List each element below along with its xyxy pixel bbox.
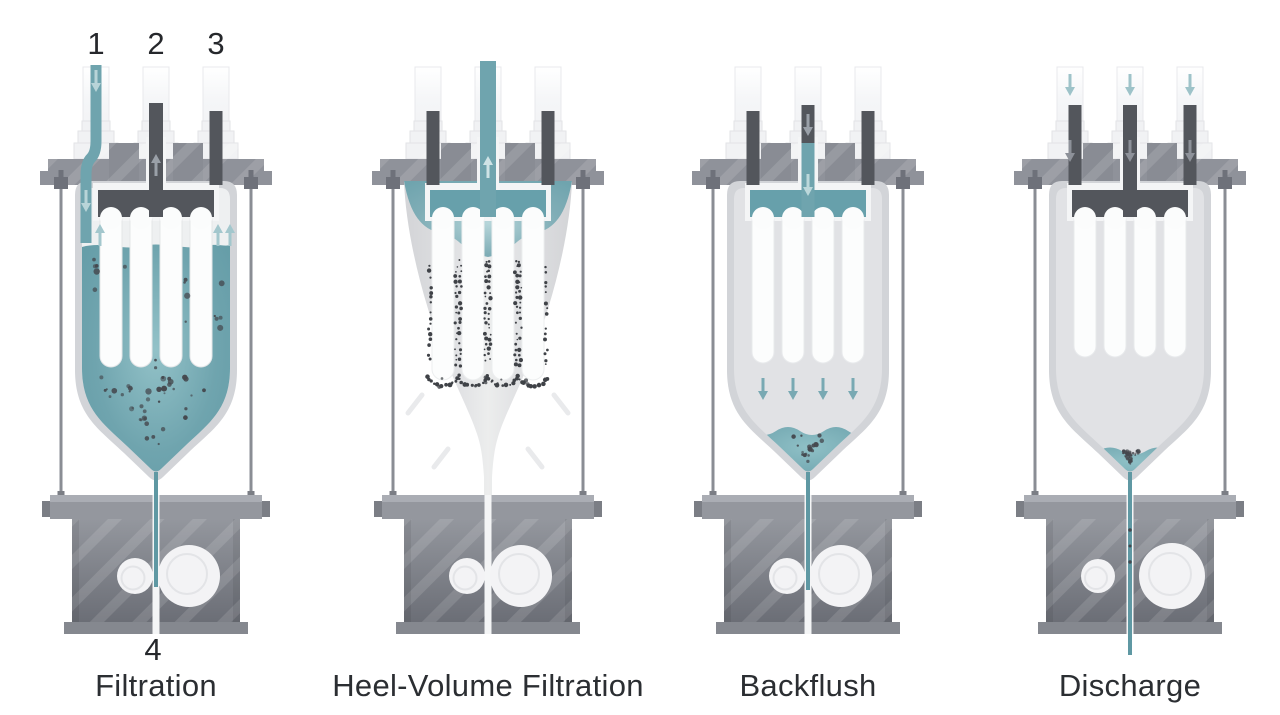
bottom-valve-assembly (1016, 491, 1244, 655)
valve-ball-small (1081, 559, 1115, 593)
tie-rods (706, 170, 910, 501)
gas-pipe (541, 111, 555, 185)
gas-pipe (209, 111, 223, 185)
valve-ball-small (117, 558, 153, 594)
valve-ball-small (769, 558, 805, 594)
discharge-vessel-graphic (1014, 66, 1246, 655)
stage-label-backflush: Backflush (739, 668, 877, 703)
stage-label-filtration: Filtration (95, 668, 217, 703)
settled-particles (791, 433, 825, 464)
discharging-particles (1122, 448, 1141, 465)
filter-candles (751, 209, 865, 364)
tie-rods (1028, 170, 1232, 501)
callout-3: 3 (207, 26, 225, 61)
gas-pipe (746, 111, 760, 185)
stage-heel-volume-figure (340, 25, 636, 655)
stage-discharge-figure (982, 25, 1278, 655)
filtration-vessel-graphic (40, 65, 272, 634)
stage-label-heel-volume: Heel-Volume Filtration (332, 668, 644, 703)
filter-candles (1073, 209, 1187, 358)
stage-backflush-figure (660, 25, 956, 655)
candle-sockets (1074, 207, 1186, 229)
candle-sockets (432, 207, 544, 229)
slurry-inlet-tube (80, 65, 102, 243)
gas-pipe (861, 111, 875, 185)
gas-purge-pipe (1068, 105, 1082, 185)
shine-marks (405, 392, 571, 470)
backflush-vessel-graphic (692, 66, 924, 634)
stage-label-discharge: Discharge (1058, 668, 1202, 703)
suspended-particles (92, 257, 225, 446)
callout-1: 1 (87, 26, 105, 61)
candle-sockets (100, 207, 212, 229)
bottom-valve-assembly (374, 491, 602, 634)
valve-ball-small (449, 558, 485, 594)
candle-sockets (752, 207, 864, 229)
filtrate-riser-pipe (480, 61, 496, 217)
discharge-stream (1128, 495, 1132, 655)
tie-rods (386, 170, 590, 501)
outlet-stream (1128, 472, 1132, 495)
callout-4: 4 (144, 632, 162, 667)
heel-volume-vessel-graphic (372, 61, 604, 634)
filter-cake-particles (425, 259, 550, 389)
callout-2: 2 (147, 26, 165, 61)
bottom-valve-assembly (42, 491, 270, 634)
stage-filtration-figure (8, 25, 304, 655)
gas-pipe (426, 111, 440, 185)
bottom-valve-assembly (694, 491, 922, 634)
tie-rods (54, 170, 258, 501)
